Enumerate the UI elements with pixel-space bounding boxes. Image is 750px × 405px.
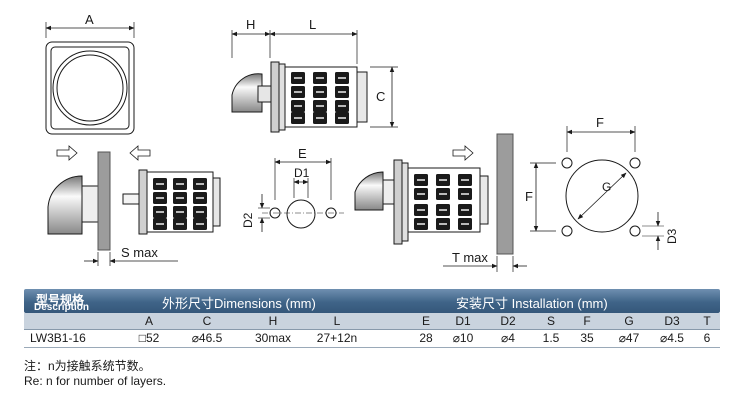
column-header: D1	[455, 314, 471, 328]
spec-table-row: LW3B1-16 □52 ⌀46.5 30max 27+12n 28 ⌀10 ⌀…	[24, 330, 720, 348]
column-header: T	[703, 314, 711, 328]
model-header-en: Description	[34, 302, 90, 313]
note-cn: 注：n为接触系统节数。	[24, 359, 151, 373]
front-view	[45, 22, 135, 135]
mounting-hole-detail	[258, 158, 344, 232]
panel-cutout-detail	[530, 126, 664, 250]
label-f-side: F	[525, 189, 533, 204]
cell-value: 6	[703, 331, 711, 345]
cell-value: 27+12n	[316, 331, 358, 345]
spec-table-header: 型号规格 Description 外形尺寸Dimensions (mm) 安装尺…	[24, 289, 720, 313]
cell-value: 1.5	[542, 331, 560, 345]
label-d1: D1	[294, 166, 310, 180]
label-l: L	[309, 17, 316, 32]
cell-value: □52	[138, 331, 160, 345]
label-t-max: T max	[452, 250, 488, 265]
dimensions-title: 外形尺寸Dimensions (mm)	[162, 296, 316, 311]
column-header: S	[546, 314, 556, 328]
cell-value: ⌀46.5	[191, 331, 223, 345]
panel-mount-left	[47, 145, 221, 266]
label-d2: D2	[241, 212, 255, 228]
column-header: C	[202, 314, 212, 328]
column-header: E	[421, 314, 431, 328]
column-header: L	[333, 314, 341, 328]
label-g: G	[602, 180, 611, 194]
technical-drawing: A H L C E D1 D2 S max T max F F G D3	[45, 12, 679, 272]
label-c: C	[376, 89, 385, 104]
note-en: Re: n for number of layers.	[24, 374, 167, 388]
column-header: G	[624, 314, 634, 328]
cell-value: 30max	[254, 331, 292, 345]
label-h: H	[246, 17, 255, 32]
cell-value: ⌀4	[501, 331, 515, 345]
label-a: A	[85, 12, 94, 27]
installation-title: 安装尺寸 Installation (mm)	[456, 296, 608, 311]
cell-value: ⌀10	[452, 331, 474, 345]
column-header: F	[583, 314, 591, 328]
panel-mount-right	[354, 133, 527, 272]
side-view-top	[231, 30, 398, 133]
model-header-cn: 型号规格	[36, 293, 85, 307]
cell-value: 35	[580, 331, 594, 345]
column-header: D3	[664, 314, 680, 328]
column-header: A	[144, 314, 154, 328]
cell-value: ⌀47	[618, 331, 640, 345]
column-header: H	[268, 314, 278, 328]
label-s-max: S max	[121, 245, 158, 260]
label-d3: D3	[665, 228, 679, 244]
model-value: LW3B1-16	[30, 331, 86, 345]
label-f-top: F	[596, 115, 604, 130]
cell-value: ⌀4.5	[660, 331, 684, 345]
cell-value: 28	[419, 331, 433, 345]
label-e: E	[298, 146, 307, 161]
column-header: D2	[500, 314, 516, 328]
spec-table-column-headers: A C H L E D1 D2 S F G D3 T	[24, 313, 720, 330]
